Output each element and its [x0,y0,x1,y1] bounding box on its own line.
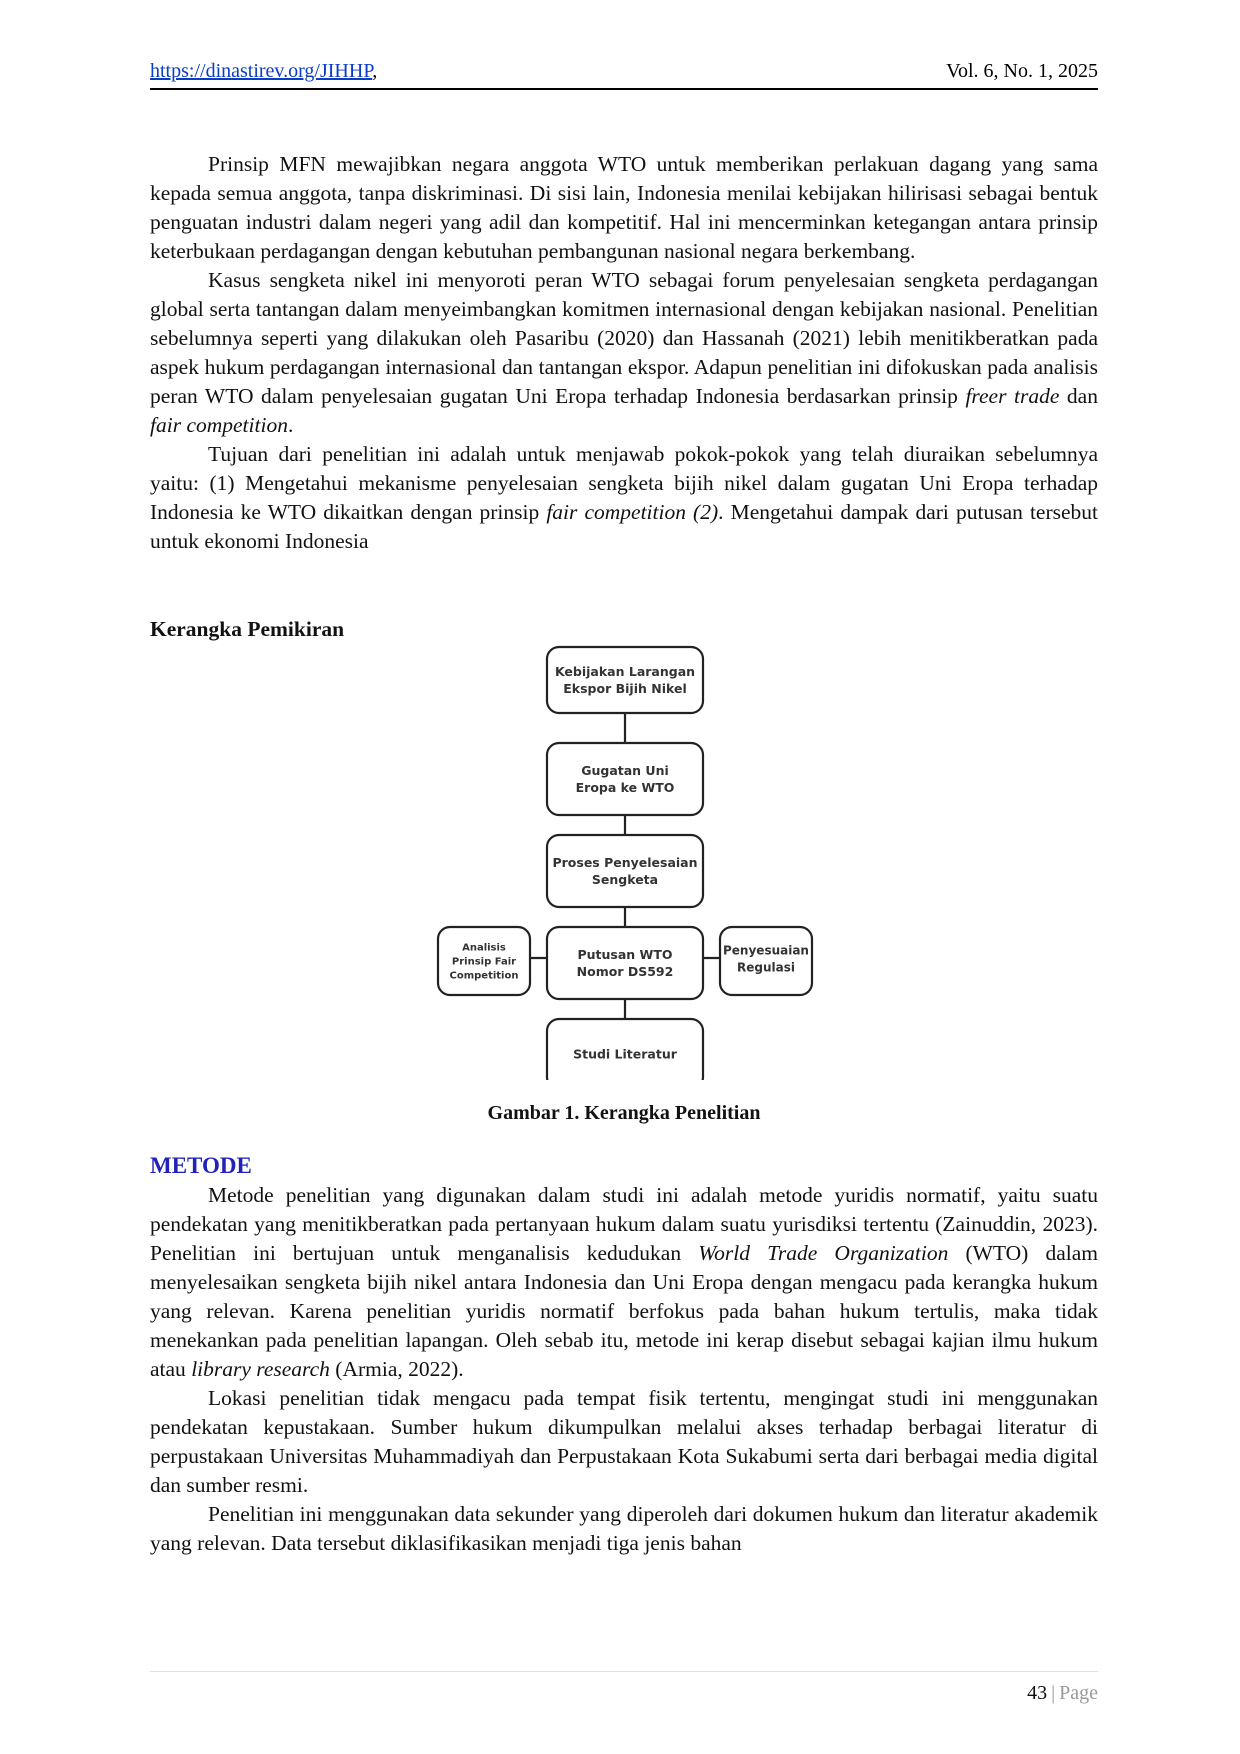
footer-rule [150,1671,1098,1672]
volume-info: Vol. 6, No. 1, 2025 [946,60,1098,82]
node-label-n3: Proses Penyelesaian [552,855,697,870]
node-label-right: Penyesuaian [723,944,809,958]
page-number: 43 [1027,1682,1048,1704]
section-title-metode: METODE [150,1153,252,1178]
node-label-right: Regulasi [737,961,795,975]
text-run: Tujuan dari penelitian ini adalah untuk … [150,442,1098,524]
text-run: dan [1059,384,1098,408]
node-regulation-adjustment [718,925,814,997]
node-label-n2: Eropa ke WTO [576,780,675,795]
text-run: Metode penelitian yang digunakan dalam s… [150,1183,1098,1265]
text-run: freer trade [965,384,1060,408]
text-run: Prinsip MFN mewajibkan negara anggota WT… [150,152,1098,263]
paragraph-p1: Prinsip MFN mewajibkan negara anggota WT… [150,150,1098,266]
text-run: . Mengetahui dampak dari putusan tersebu… [150,500,1098,553]
intro-text: Prinsip MFN mewajibkan negara anggota WT… [150,150,1098,556]
node-label-n1: Ekspor Bijih Nikel [563,681,686,696]
method-text: Metode penelitian yang digunakan dalam s… [150,1181,1098,1558]
node-dispute-process [545,833,705,909]
node-fair-competition-analysis [436,925,532,997]
running-header: https://dinastirev.org/JIHHP, Vol. 6, No… [150,58,1098,90]
node-label-left: Competition [450,971,519,982]
node-eu-lawsuit [545,741,705,817]
text-run: Kasus sengketa nikel ini menyoroti peran… [150,268,1098,408]
node-label-n2: Gugatan Uni [581,763,669,778]
node-label-n3: Sengketa [592,872,658,887]
node-label-left: Analisis [462,943,506,954]
journal-url-link[interactable]: https://dinastirev.org/JIHHP, [150,60,378,82]
text-run: fair competition (2) [546,500,719,524]
node-label-n5: Studi Literatur [573,1046,678,1061]
paragraph-p3: Tujuan dari penelitian ini adalah untuk … [150,440,1098,556]
text-run: Lokasi penelitian tidak mengacu pada tem… [150,1386,1098,1497]
paragraph-m1: Metode penelitian yang digunakan dalam s… [150,1181,1098,1384]
node-label-n4: Putusan WTO [577,947,672,962]
node-export-ban [545,645,705,715]
node-label-n4: Nomor DS592 [577,964,674,979]
text-run: . [287,413,294,437]
paragraph-m2: Lokasi penelitian tidak mengacu pada tem… [150,1384,1098,1500]
page-footer: 43|Page [1027,1682,1098,1705]
figure-caption: Gambar 1. Kerangka Penelitian [487,1102,761,1124]
paragraph-m3: Penelitian ini menggunakan data sekunder… [150,1500,1098,1558]
connector-lines [530,713,720,1019]
footer-separator: | [1051,1682,1056,1704]
page-label: Page [1059,1682,1098,1704]
text-run: (Armia, 2022). [329,1357,464,1381]
node-wto-ruling [545,925,705,1001]
node-label-left: Prinsip Fair [452,957,516,968]
text-run: Penelitian ini menggunakan data sekunder… [150,1502,1098,1555]
text-run: World Trade Organization [698,1241,949,1265]
paragraph-p2: Kasus sengketa nikel ini menyoroti peran… [150,266,1098,440]
node-label-n1: Kebijakan Larangan [555,664,695,679]
subheading-kerangka: Kerangka Pemikiran [150,617,345,641]
text-run: library research [191,1357,330,1381]
text-run: fair competition [150,413,288,437]
text-run: (WTO) dalam menyelesaikan sengketa bijih… [150,1241,1099,1381]
